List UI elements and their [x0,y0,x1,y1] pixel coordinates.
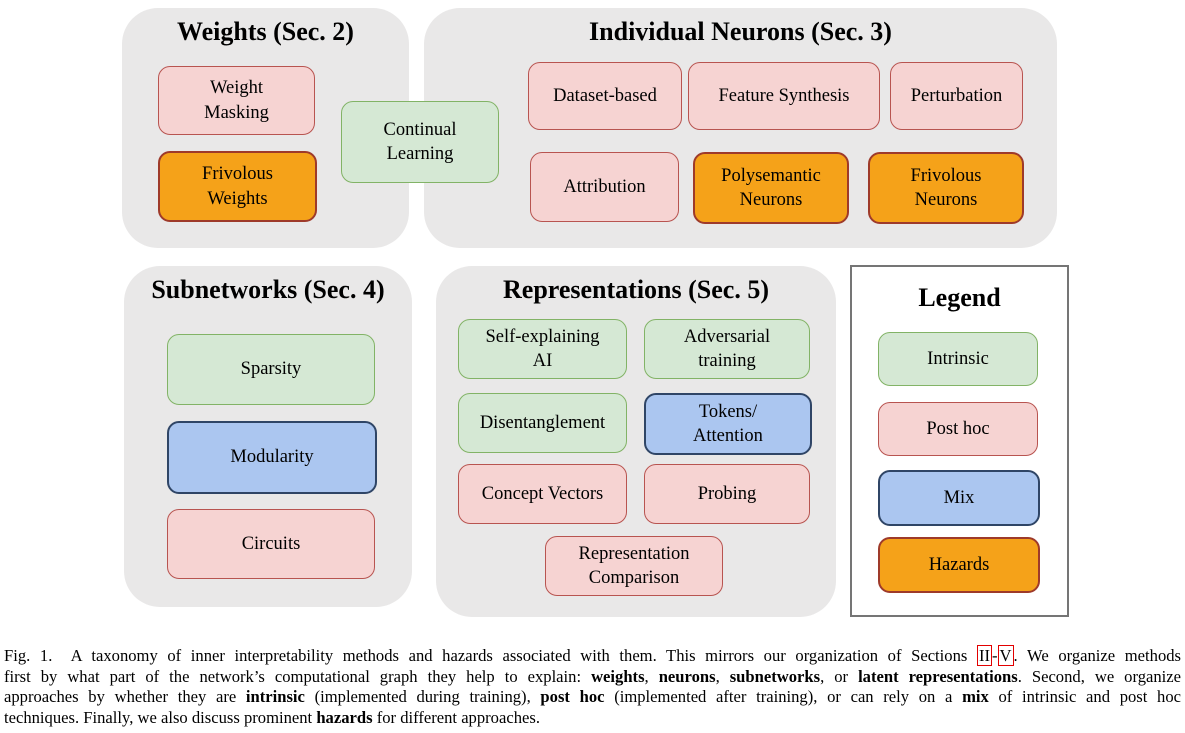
subnetworks-panel: Subnetworks (Sec. 4) Sparsity Modularity… [124,266,412,607]
individual-neurons-panel: Individual Neurons (Sec. 3) Dataset-base… [424,8,1057,248]
caption-text: neurons [658,666,716,686]
caption-text: first by what part of the network’s comp… [4,666,592,686]
circuits-box: Circuits [167,509,375,579]
attribution-box: Attribution [530,152,679,222]
frivolous-weights-box: Frivolous Weights [158,151,317,222]
adversarial-training-box: Adversarial training [644,319,810,379]
legend-post-hoc-box: Post hoc [878,402,1038,456]
section-ii-link[interactable]: II [976,645,993,666]
disentanglement-box: Disentanglement [458,393,627,453]
caption-text: for different approaches. [372,708,540,728]
subnetworks-panel-title: Subnetworks (Sec. 4) [151,275,385,304]
caption-text: . Second, we organize [1017,666,1182,686]
caption-text: (implemented during training), [304,687,541,707]
caption-text: of intrinsic and post hoc [988,687,1181,707]
caption-text: latent representations [858,666,1018,686]
caption-text: techniques. Finally, we also discuss pro… [4,708,317,728]
polysemantic-neurons-box: Polysemantic Neurons [693,152,849,224]
probing-box: Probing [644,464,810,524]
caption-line-2: first by what part of the network’s comp… [4,667,1181,688]
caption-text: (implemented after training), or can rel… [604,687,963,707]
figure-caption: Fig. 1. A taxonomy of inner interpretabi… [4,645,1181,729]
caption-text: approaches by whether they are [4,687,246,707]
dataset-based-box: Dataset-based [528,62,682,130]
legend-mix-box: Mix [878,470,1040,526]
modularity-box: Modularity [167,421,377,494]
legend-hazards-box: Hazards [878,537,1040,593]
legend-title: Legend [918,283,1001,312]
caption-text: Fig. 1. A taxonomy of inner interpretabi… [4,646,977,665]
continual-learning-box: Continual Learning [341,101,499,183]
caption-text: , [715,666,730,686]
representation-comparison-box: Representation Comparison [545,536,723,596]
caption-line-1: Fig. 1. A taxonomy of inner interpretabi… [4,645,1181,667]
caption-text: mix [962,687,989,707]
legend: Legend Intrinsic Post hoc Mix Hazards [850,265,1069,617]
caption-text: weights [591,666,645,686]
individual-neurons-panel-title: Individual Neurons (Sec. 3) [589,17,892,46]
representations-panel: Representations (Sec. 5) Self-explaining… [436,266,836,617]
caption-text: intrinsic [245,687,305,707]
caption-line-3: approaches by whether they are intrinsic… [4,687,1181,708]
weights-panel-title: Weights (Sec. 2) [177,17,354,46]
caption-text: . We organize methods [1013,646,1181,665]
caption-text: hazards [316,708,373,728]
caption-text: , or [820,666,859,686]
weight-masking-box: Weight Masking [158,66,315,135]
perturbation-box: Perturbation [890,62,1023,130]
self-explaining-ai-box: Self-explaining AI [458,319,627,379]
representations-panel-title: Representations (Sec. 5) [503,275,769,304]
caption-text: - [992,646,998,665]
sparsity-box: Sparsity [167,334,375,405]
concept-vectors-box: Concept Vectors [458,464,627,524]
caption-text: , [644,666,659,686]
caption-text: subnetworks [729,666,821,686]
taxonomy-figure: Weights (Sec. 2) Weight Masking Frivolou… [122,8,1069,617]
tokens-attention-box: Tokens/ Attention [644,393,812,455]
caption-text: post hoc [540,687,605,707]
frivolous-neurons-box: Frivolous Neurons [868,152,1024,224]
section-v-link[interactable]: V [997,645,1014,666]
legend-intrinsic-box: Intrinsic [878,332,1038,386]
feature-synthesis-box: Feature Synthesis [688,62,880,130]
caption-line-4: techniques. Finally, we also discuss pro… [4,708,1181,729]
